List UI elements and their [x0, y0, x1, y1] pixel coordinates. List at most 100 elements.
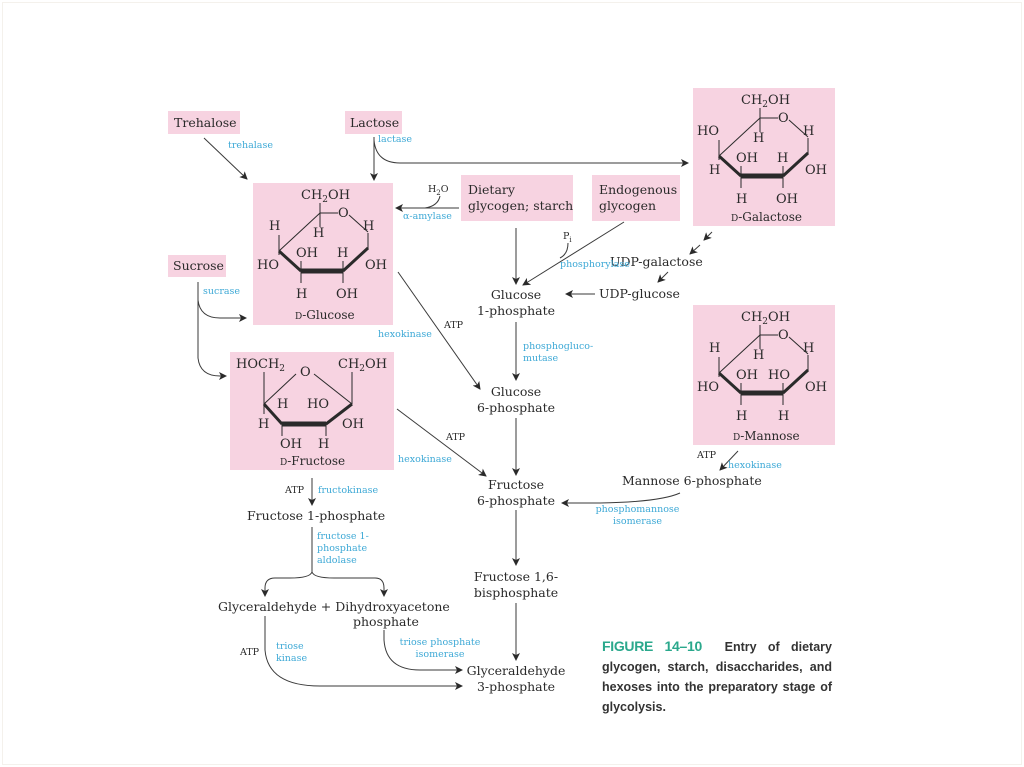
glucose-atom: H [313, 226, 324, 241]
glucose-atom: H [337, 246, 348, 261]
fructose-atom: HO [307, 397, 329, 412]
enzyme-hexokinase-mannose: hexokinase [728, 460, 782, 471]
glucose-structure: CH2OH O H H H HO OH H OH H OH D-Glucose [257, 188, 387, 322]
galactose-ring-o: O [778, 111, 789, 126]
mannose-structure-box [693, 305, 835, 445]
galactose-atom: HO [697, 124, 719, 139]
tpi-line2: isomerase [415, 649, 465, 660]
atp-hexokinase-fructose: ATP [446, 432, 466, 443]
glucose-atom: H [269, 219, 280, 234]
mannose-atom: H [778, 409, 789, 424]
mannose-atom: HO [768, 368, 790, 383]
fructose-6-phosphate: Fructose 6-phosphate [466, 477, 566, 509]
enzyme-triose-kinase: triose kinase [276, 641, 307, 665]
sucrose-box [168, 255, 226, 277]
fructose-atom: OH [342, 417, 364, 432]
dietary-glycogen-line2: glycogen; starch [468, 198, 574, 213]
enzyme-triose-phosphate-isomerase: triose phosphate isomerase [395, 637, 485, 661]
lactose-label: Lactose [350, 115, 400, 130]
atp-hexokinase-mannose: ATP [697, 450, 717, 461]
fructose-atom: OH [280, 437, 302, 452]
g6p-line2: 6-phosphate [476, 400, 556, 415]
figure-caption: FIGURE 14–10 Entry of dietary glycogen, … [602, 636, 832, 717]
glucose-name: D-Glucose [295, 308, 355, 322]
glucose-atom: OH [365, 258, 387, 273]
mannose-atom: H [803, 341, 814, 356]
fructose-1-phosphate: Fructose 1-phosphate [247, 508, 386, 523]
enzyme-phosphoglucomutase: phosphogluco- mutase [523, 341, 593, 365]
glucose-atom: OH [336, 287, 358, 302]
glyceraldehyde-dhap: Glyceraldehyde + Dihydroxyacetone [218, 599, 450, 614]
galactose-ch2oh: CH2OH [741, 93, 790, 110]
arrow-m6p-f6p [561, 492, 681, 507]
galactose-atom: H [777, 151, 788, 166]
glucose-6-phosphate: Glucose 6-phosphate [466, 384, 566, 416]
mannose-atom: OH [736, 368, 758, 383]
galactose-atom: H [736, 192, 747, 207]
enzyme-trehalase: trehalase [228, 140, 273, 151]
fructose-structure: HOCH2 CH2OH O H H HO OH OH H D-Fructose [236, 357, 387, 468]
f16bp-line1: Fructose 1,6- [473, 569, 559, 584]
galactose-atom: OH [805, 163, 827, 178]
figure-caption-text: Entry of dietary glycogen, starch, disac… [602, 640, 832, 714]
f16bp-line2: bisphosphate [473, 585, 559, 600]
galactose-atom: OH [776, 192, 798, 207]
glucose-1-phosphate: Glucose 1-phosphate [466, 287, 566, 319]
endogenous-glycogen-line2: glycogen [599, 198, 657, 213]
mannose-6-phosphate: Mannose 6-phosphate [622, 473, 762, 488]
pi-hook [559, 242, 569, 259]
figure-number: FIGURE 14–10 [602, 638, 702, 654]
arrow-glyceraldehyde-gap [264, 616, 463, 690]
mannose-atom: HO [697, 380, 719, 395]
triose-kinase-line1: triose [276, 641, 304, 652]
h2o-hook [424, 195, 441, 209]
atp-triose-kinase: ATP [240, 647, 260, 658]
fructose-ring-o: O [300, 365, 311, 380]
dietary-glycogen-line1: Dietary [468, 182, 515, 197]
pmi-line2: isomerase [613, 516, 662, 527]
gap-line1: Glyceraldehyde [466, 663, 566, 678]
fructose-ch2oh: CH2OH [338, 357, 387, 374]
enzyme-phosphomannose-isomerase: phosphomannose isomerase [590, 504, 685, 528]
arrow-split-dhap [311, 571, 388, 597]
dhap-line2: phosphate [353, 614, 419, 629]
arrow-mannose-m6p [719, 450, 739, 471]
fructose-hoch2: HOCH2 [236, 357, 285, 374]
fructose-name: D-Fructose [280, 454, 345, 468]
fructose-atom: H [277, 397, 288, 412]
aldolase-line2: phosphate [317, 543, 368, 554]
mannose-atom: H [709, 341, 720, 356]
galactose-structure: CH2OH O HO H H H OH H OH H OH D-Galactos… [697, 93, 827, 224]
endogenous-glycogen-box [592, 175, 680, 221]
aldolase-line3: aldolase [317, 555, 357, 566]
enzyme-fructose-1-phosphate-aldolase: fructose 1- phosphate aldolase [317, 531, 369, 567]
g6p-line1: Glucose [490, 384, 542, 399]
enzyme-hexokinase-glucose: hexokinase [378, 329, 432, 340]
galactose-atom: H [753, 131, 764, 146]
gap-line2: 3-phosphate [476, 679, 556, 694]
enzyme-hexokinase-fructose: hexokinase [398, 454, 452, 465]
lactose-box [345, 111, 402, 134]
glucose-atom: HO [257, 258, 279, 273]
arrow-endogenous-g1p [522, 221, 625, 286]
arrow-udpgal-udpglc [657, 271, 669, 283]
udp-galactose: UDP-galactose [610, 254, 703, 269]
galactose-atom: H [709, 163, 720, 178]
fructose-1-6-bisphosphate: Fructose 1,6- bisphosphate [456, 569, 576, 601]
triose-kinase-line2: kinase [276, 653, 308, 664]
mannose-structure: CH2OH O H H H HO OH HO OH H H D-Mannose [697, 310, 827, 443]
mannose-atom: H [753, 348, 764, 363]
enzyme-sucrase: sucrase [203, 286, 241, 297]
arrow-fructose-f6p [396, 408, 487, 477]
fructose-structure-box [230, 352, 394, 470]
enzyme-lactase: lactase [378, 134, 413, 145]
pgm-line1: phosphogluco- [523, 341, 594, 352]
arrow-galactose-udpgal [703, 231, 713, 241]
arrow-trehalose-glucose [203, 137, 248, 180]
tpi-line1: triose phosphate [399, 637, 481, 648]
f6p-line1: Fructose [487, 477, 545, 492]
arrow-galactose-udpgal-2 [689, 244, 701, 255]
arrow-dhap-gap [383, 630, 463, 674]
trehalose-label: Trehalose [174, 115, 237, 130]
